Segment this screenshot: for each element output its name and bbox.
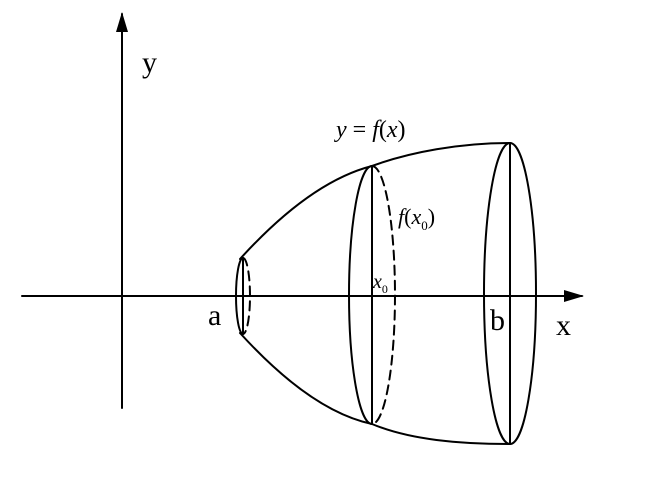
curve-equation-label: y = f(x) xyxy=(334,117,406,143)
point-a-label: a xyxy=(208,299,221,332)
left-disk-back xyxy=(242,257,251,335)
y-axis-label: y xyxy=(142,46,157,79)
radius-label: f(x0) xyxy=(398,204,435,233)
middle-disk-back xyxy=(371,165,396,425)
lower-profile-curve xyxy=(239,332,511,445)
left-disk-front xyxy=(235,257,244,335)
upper-profile-curve xyxy=(239,142,511,260)
x0-label: x0 xyxy=(372,271,388,296)
middle-disk-front xyxy=(348,165,373,425)
x-axis-label: x xyxy=(556,309,571,342)
point-b-label: b xyxy=(490,304,505,337)
